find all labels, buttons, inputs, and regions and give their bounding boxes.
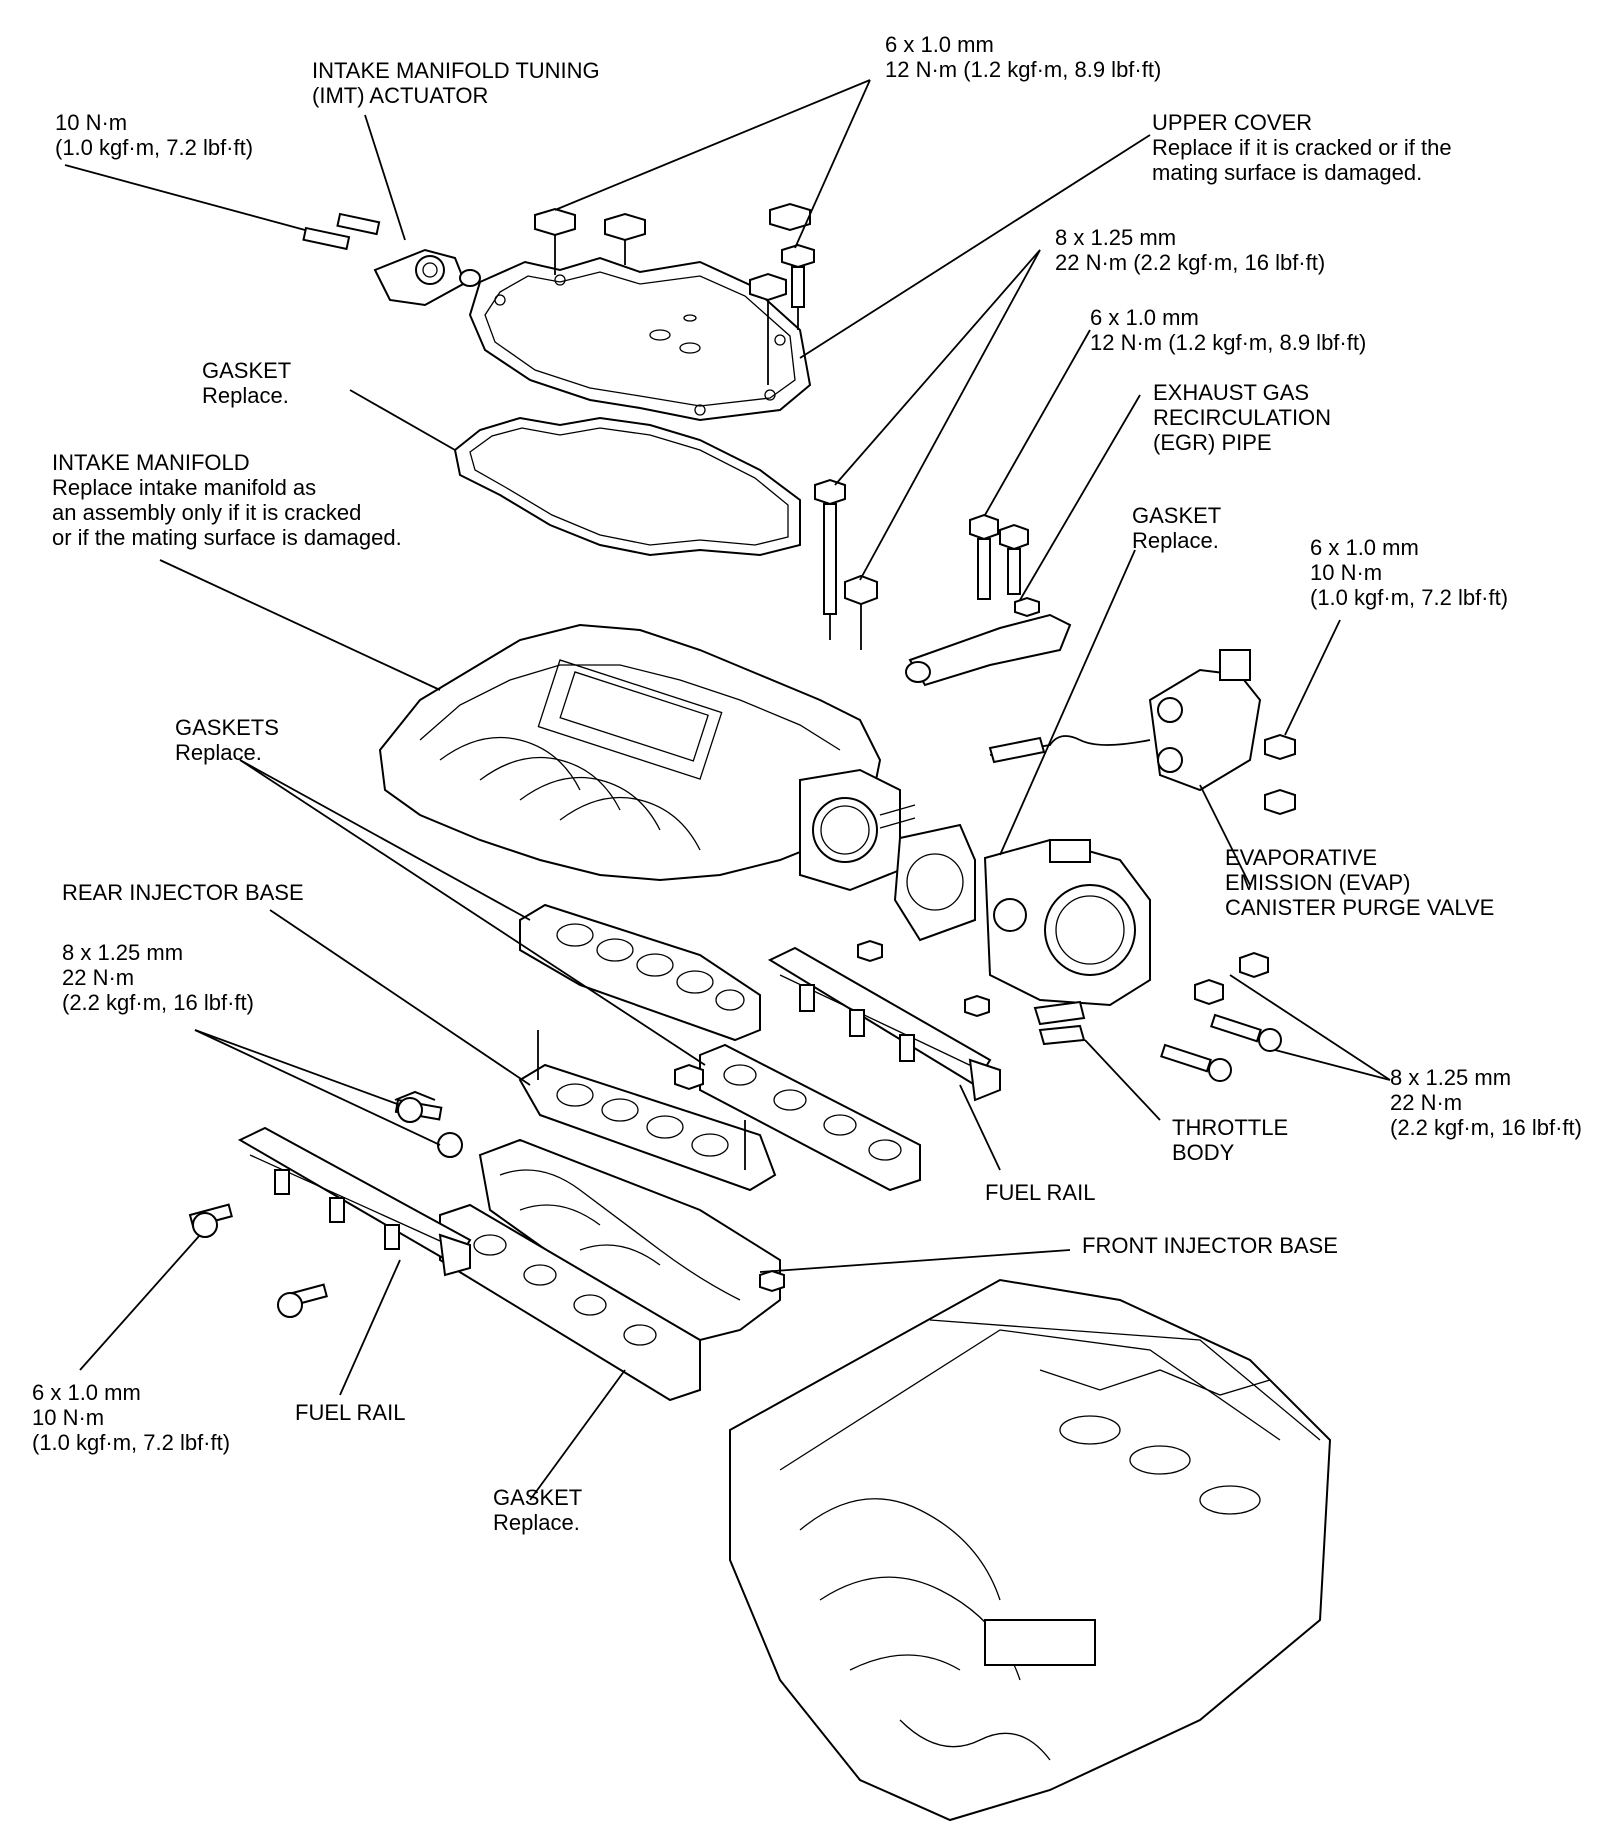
label-fuel-rail-front: FUEL RAIL bbox=[295, 1400, 406, 1425]
egr-pipe-part bbox=[905, 513, 1072, 687]
label-front-injector-base: FRONT INJECTOR BASE bbox=[1082, 1233, 1338, 1258]
front-injector-base-part bbox=[394, 1090, 785, 1342]
rear-fuel-rail-part bbox=[767, 946, 1001, 1102]
cover-nuts bbox=[534, 202, 815, 385]
label-imt-actuator: INTAKE MANIFOLD TUNING(IMT) ACTUATOR bbox=[312, 58, 600, 108]
front-fuel-rail-part bbox=[188, 1126, 472, 1318]
label-imt-torque: 10 N·m(1.0 kgf·m, 7.2 lbf·ft) bbox=[55, 110, 254, 160]
engine-block-illustration bbox=[729, 1278, 1332, 1822]
upper-gasket-part bbox=[453, 416, 801, 557]
label-fuel-rail-rear: FUEL RAIL bbox=[985, 1180, 1096, 1205]
throttle-body-part bbox=[983, 838, 1151, 1046]
leader-lines bbox=[64, 79, 1391, 1501]
upper-cover-part bbox=[468, 256, 812, 422]
label-rear-injector-base: REAR INJECTOR BASE bbox=[62, 880, 304, 905]
lower-gasket-part bbox=[439, 1203, 701, 1402]
rear-gaskets-part bbox=[519, 903, 921, 1192]
evap-valve-part bbox=[988, 649, 1296, 816]
throttle-gasket-part bbox=[893, 823, 976, 942]
imt-actuator-part bbox=[302, 212, 481, 307]
throttle-bolts bbox=[857, 939, 1282, 1082]
intake-manifold-part bbox=[378, 623, 916, 892]
rear-injector-base-part bbox=[518, 1030, 777, 1192]
manifold-bolts bbox=[814, 478, 878, 650]
